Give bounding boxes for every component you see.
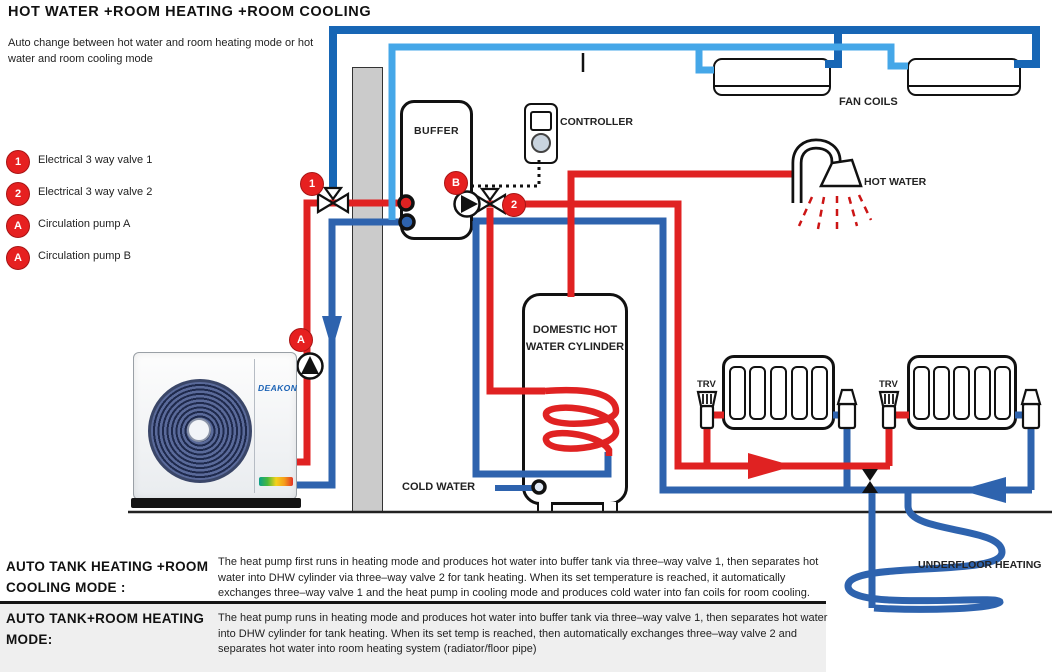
radiator-fin bbox=[769, 366, 787, 420]
dhw-cylinder-label: DOMESTIC HOT WATER CYLINDER bbox=[525, 324, 625, 354]
flow-arrow-down-icon bbox=[322, 316, 342, 350]
heat-pump-unit: DEAKON bbox=[131, 352, 301, 512]
mode2-body: The heat pump runs in heating mode and p… bbox=[218, 612, 828, 656]
legend-label-pump-b: Circulation pump B bbox=[38, 250, 131, 262]
controller-device bbox=[524, 103, 558, 164]
radiator-1 bbox=[722, 355, 835, 430]
section-divider bbox=[0, 601, 826, 604]
cylinder-leg bbox=[602, 502, 618, 513]
energy-sticker-icon bbox=[259, 477, 293, 486]
radiator-fin bbox=[933, 366, 951, 420]
fan-coils-label: FAN COILS bbox=[839, 96, 898, 108]
heat-pump-base bbox=[131, 498, 301, 508]
trv-valve-1-icon bbox=[696, 390, 718, 430]
heat-pump-casing: DEAKON bbox=[133, 352, 297, 500]
fan-hub-icon bbox=[187, 418, 211, 442]
bypass-valve-icon bbox=[862, 469, 878, 493]
diagram-badge-pump-b: B bbox=[444, 171, 468, 195]
lockshield-valve-2-icon bbox=[1020, 388, 1042, 430]
fan-coil-vent bbox=[909, 85, 1019, 87]
radiator-fin bbox=[913, 366, 931, 420]
circulation-pump-a-icon bbox=[296, 352, 324, 380]
lockshield-valve-1-icon bbox=[836, 388, 858, 430]
legend-label-pump-a: Circulation pump A bbox=[38, 218, 131, 230]
radiator-fin bbox=[749, 366, 767, 420]
legend-badge-pump-a: A bbox=[6, 214, 30, 238]
radiator-fin bbox=[790, 366, 808, 420]
fan-coil-vent bbox=[715, 85, 829, 87]
legend-badge-pump-b: A bbox=[6, 246, 30, 270]
shower-icon bbox=[791, 138, 873, 231]
control-wire bbox=[468, 160, 541, 188]
radiator-fin bbox=[973, 366, 991, 420]
controller-screen bbox=[530, 111, 552, 131]
radiator-fin bbox=[993, 366, 1011, 420]
radiator-2 bbox=[907, 355, 1017, 430]
legend-label-valve1: Electrical 3 way valve 1 bbox=[38, 154, 153, 166]
fan-grille-icon bbox=[148, 379, 252, 483]
controller-knob-icon bbox=[531, 133, 551, 153]
mode1-heading: AUTO TANK HEATING +ROOM COOLING MODE : bbox=[6, 559, 209, 595]
fan-coil-1 bbox=[713, 58, 831, 96]
flow-arrow-right-icon bbox=[748, 453, 794, 479]
mode2-background bbox=[0, 603, 826, 672]
flow-arrow-left-icon bbox=[960, 477, 1006, 503]
diagram-badge-valve1: 1 bbox=[300, 172, 324, 196]
buffer-label: BUFFER bbox=[414, 125, 459, 137]
legend-badge-valve1: 1 bbox=[6, 150, 30, 174]
underfloor-coil bbox=[844, 490, 1006, 613]
trv-valve-2-icon bbox=[878, 390, 900, 430]
brand-logo: DEAKON bbox=[258, 383, 298, 393]
controller-label: CONTROLLER bbox=[560, 116, 633, 128]
legend-label-valve2: Electrical 3 way valve 2 bbox=[38, 186, 153, 198]
trv-label-1: TRV bbox=[697, 379, 716, 390]
legend-badge-valve2: 2 bbox=[6, 182, 30, 206]
hot-water-label: HOT WATER bbox=[864, 176, 927, 188]
page-title: HOT WATER +ROOM HEATING +ROOM COOLING bbox=[8, 4, 372, 20]
page-subtitle: Auto change between hot water and room h… bbox=[8, 37, 314, 65]
spray-icon bbox=[797, 194, 873, 231]
three-way-valve-1-icon bbox=[316, 186, 350, 214]
heat-pump-side-panel: DEAKON bbox=[254, 359, 297, 493]
underfloor-heating-label: UNDERFLOOR HEATING bbox=[918, 559, 1042, 571]
wall bbox=[352, 67, 383, 513]
three-way-valve-2-icon bbox=[473, 187, 507, 215]
buffer-tank: BUFFER bbox=[400, 100, 473, 240]
dhw-cylinder: DOMESTIC HOT WATER CYLINDER bbox=[522, 293, 628, 505]
diagram-badge-valve2: 2 bbox=[502, 193, 526, 217]
cold-water-label: COLD WATER bbox=[402, 481, 476, 493]
radiator-fin bbox=[728, 366, 746, 420]
mode2-heading: AUTO TANK+ROOM HEATING MODE: bbox=[6, 611, 205, 647]
radiator-fin bbox=[811, 366, 829, 420]
fan-coil-2 bbox=[907, 58, 1021, 96]
diagram-badge-pump-a: A bbox=[289, 328, 313, 352]
radiator-fin bbox=[953, 366, 971, 420]
trv-label-2: TRV bbox=[879, 379, 898, 390]
cylinder-leg bbox=[537, 502, 553, 513]
mode1-body: The heat pump first runs in heating mode… bbox=[218, 556, 819, 600]
